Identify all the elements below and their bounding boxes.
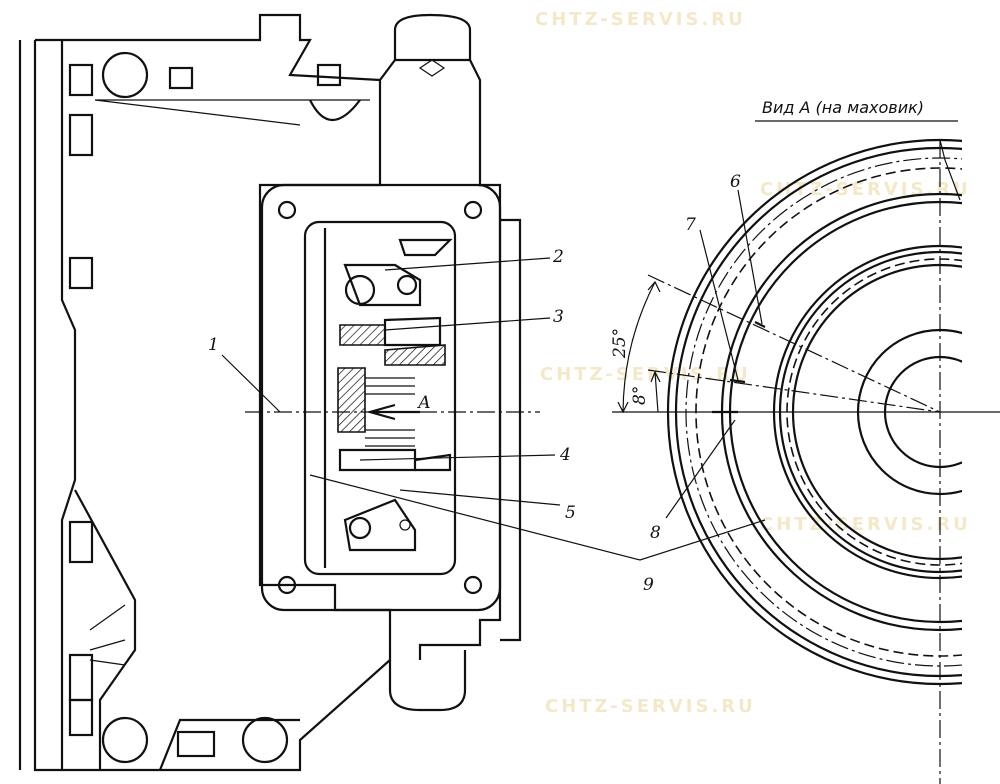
angle-8: 8° bbox=[630, 386, 650, 405]
section-marker: А bbox=[417, 393, 431, 413]
callout-9: 9 bbox=[643, 575, 654, 595]
cover-screws bbox=[277, 200, 483, 595]
angle-25: 25° bbox=[610, 328, 630, 359]
inspection-cover bbox=[260, 183, 502, 612]
callout-5: 5 bbox=[565, 503, 576, 523]
svg-text:CHTZ-SERVIS.RU: CHTZ-SERVIS.RU bbox=[760, 179, 971, 200]
angle-lines bbox=[617, 189, 941, 519]
bolts bbox=[68, 51, 342, 764]
svg-text:CHTZ-SERVIS.RU: CHTZ-SERVIS.RU bbox=[540, 364, 751, 385]
callout-4: 4 bbox=[559, 445, 571, 465]
callout-8: 8 bbox=[650, 523, 661, 543]
callout-2: 2 bbox=[552, 247, 564, 267]
callout-7: 7 bbox=[685, 215, 696, 235]
leader-lines bbox=[221, 257, 766, 561]
view-arrow bbox=[365, 403, 420, 421]
view-title: Вид А (на маховик) bbox=[762, 98, 924, 117]
callout-6: 6 bbox=[730, 172, 741, 192]
flywheel-housing bbox=[18, 13, 522, 772]
svg-text:CHTZ-SERVIS.RU: CHTZ-SERVIS.RU bbox=[545, 696, 756, 717]
svg-text:CHTZ-SERVIS.RU: CHTZ-SERVIS.RU bbox=[760, 514, 971, 535]
svg-text:CHTZ-SERVIS.RU: CHTZ-SERVIS.RU bbox=[535, 9, 746, 30]
callout-3: 3 bbox=[553, 307, 564, 327]
callout-1: 1 bbox=[208, 335, 219, 355]
